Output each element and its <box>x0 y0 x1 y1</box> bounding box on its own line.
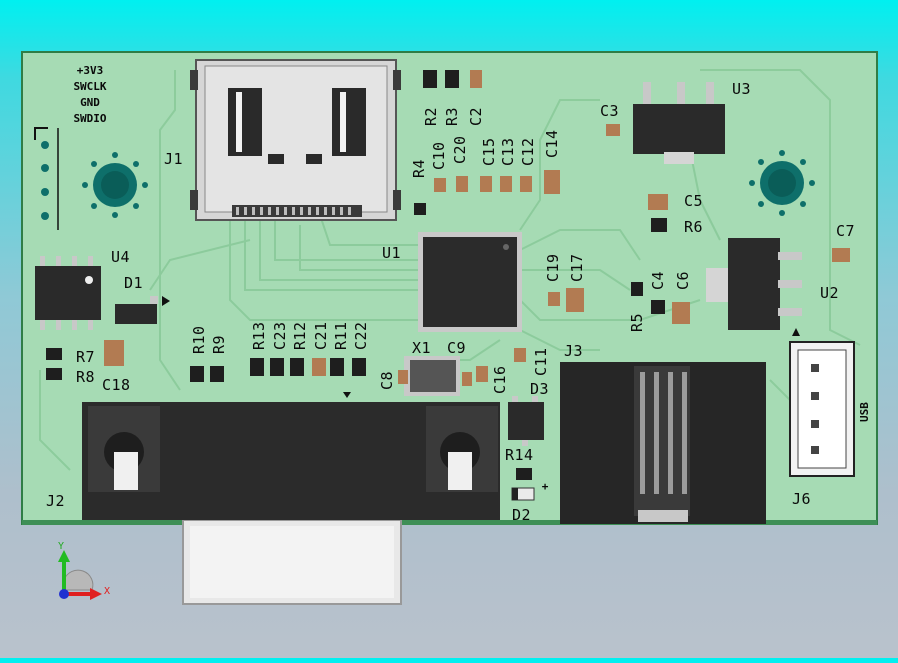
silk-usb: USB <box>858 402 871 422</box>
z-axis-dot <box>59 589 69 599</box>
label-j6: J6 <box>792 490 811 508</box>
label-c12: C12 <box>519 137 537 166</box>
label-c22: C22 <box>352 321 370 350</box>
label-c18: C18 <box>102 376 131 394</box>
label-r8: R8 <box>76 368 95 386</box>
swd-header-silkscreen: +3V3 SWCLK GND SWDIO <box>73 64 106 125</box>
regulator-u3 <box>633 82 725 164</box>
crystal-x1 <box>404 356 460 396</box>
label-u3: U3 <box>732 80 751 98</box>
label-x1: X1 <box>412 339 431 357</box>
soic-chip-u4 <box>35 256 101 330</box>
label-j1: J1 <box>164 150 183 168</box>
label-r13: R13 <box>250 321 268 350</box>
label-r7: R7 <box>76 348 95 366</box>
label-c17: C17 <box>568 253 586 282</box>
x-axis-label: X <box>104 586 110 597</box>
mounting-hole-left <box>82 152 148 218</box>
label-u2: U2 <box>820 284 839 302</box>
label-c6: C6 <box>674 271 692 290</box>
silk-plus: + <box>542 480 549 493</box>
label-d1: D1 <box>124 274 143 292</box>
label-r10: R10 <box>190 325 208 354</box>
regulator-u2 <box>706 238 802 336</box>
silk-swdio: SWDIO <box>73 112 106 125</box>
label-c7: C7 <box>836 222 855 240</box>
label-c16: C16 <box>491 365 509 394</box>
label-c3: C3 <box>600 102 619 120</box>
swd-header-pads <box>34 127 59 230</box>
label-c13: C13 <box>499 137 517 166</box>
passive-components <box>46 70 850 480</box>
label-r2: R2 <box>422 107 440 126</box>
label-c5: C5 <box>684 192 703 210</box>
designator-labels: J1 U1 U4 D1 U3 C3 C5 R6 C7 U2 R7 R8 C18 … <box>46 80 855 524</box>
label-r6: R6 <box>684 218 703 236</box>
rj-connector-j3 <box>560 362 766 524</box>
designator-labels-vertical: R2 R3 C2 R4 C10 C20 C15 C13 C12 C14 C19 … <box>190 107 692 394</box>
label-c20: C20 <box>451 135 469 164</box>
silk-3v3: +3V3 <box>77 64 104 77</box>
label-r9: R9 <box>210 335 228 354</box>
led-d2 <box>511 487 535 501</box>
label-r11: R11 <box>332 321 350 350</box>
label-r5: R5 <box>628 313 646 332</box>
label-c9: C9 <box>447 339 466 357</box>
label-d3: D3 <box>530 380 549 398</box>
label-r14: R14 <box>505 446 534 464</box>
silk-gnd: GND <box>80 96 100 109</box>
label-c23: C23 <box>271 321 289 350</box>
label-c2: C2 <box>467 107 485 126</box>
label-j2: J2 <box>46 492 65 510</box>
label-r3: R3 <box>443 107 461 126</box>
silk-swclk: SWCLK <box>73 80 106 93</box>
mounting-hole-right <box>749 150 815 216</box>
y-axis-label: Y <box>58 541 64 552</box>
label-u1: U1 <box>382 244 401 262</box>
label-c19: C19 <box>544 253 562 282</box>
mcu-chip-u1 <box>418 232 522 332</box>
label-d2: D2 <box>512 506 531 524</box>
label-j3: J3 <box>564 342 583 360</box>
db9-connector-j2 <box>82 392 500 605</box>
label-c11: C11 <box>532 347 550 376</box>
usb-c-connector-j1 <box>190 59 401 221</box>
label-c8: C8 <box>378 371 396 390</box>
axis-triad[interactable]: Y X <box>58 541 110 600</box>
usb-header-j6 <box>789 341 855 477</box>
label-c14: C14 <box>543 129 561 158</box>
label-c10: C10 <box>430 141 448 170</box>
label-c15: C15 <box>480 137 498 166</box>
label-r4: R4 <box>410 159 428 178</box>
diode-d1 <box>115 296 170 324</box>
label-c21: C21 <box>312 321 330 350</box>
label-r12: R12 <box>291 321 309 350</box>
label-c4: C4 <box>649 271 667 290</box>
diode-d3 <box>508 396 544 446</box>
label-u4: U4 <box>111 248 130 266</box>
